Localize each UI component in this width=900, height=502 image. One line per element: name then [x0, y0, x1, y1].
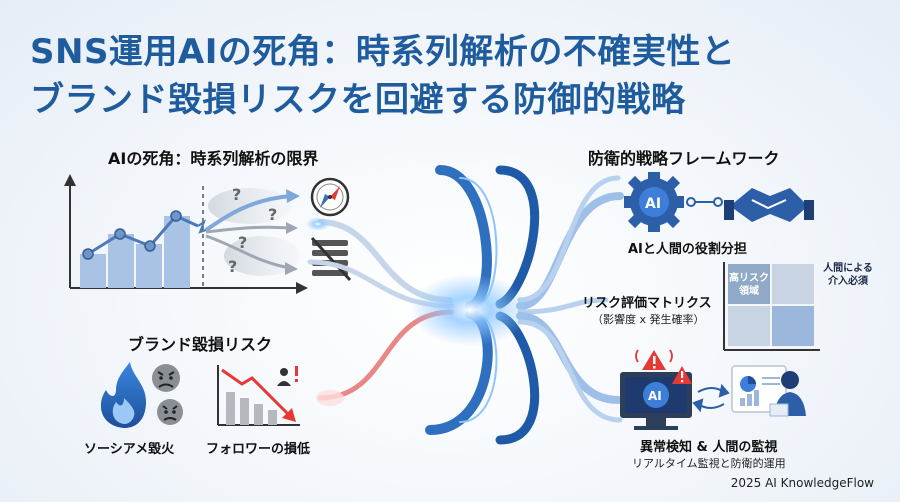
title-line-1: SNS運用AIの死角：時系列解析の不確実性と — [30, 32, 736, 72]
alert-user-icon — [277, 366, 298, 386]
brand-item-fire: ソーシアメ毀火 — [84, 442, 175, 457]
title-line-2: ブランド毀損リスクを回避する防御的戦略 — [30, 80, 686, 120]
monitor-label: 異常検知 & 人間の監視 — [640, 440, 778, 455]
center-glow — [410, 274, 530, 346]
matrix-cell-high — [728, 264, 770, 304]
page-title: SNS運用AIの死角：時系列解析の不確実性と ブランド毀損リスクを回避する防御的… — [30, 28, 870, 124]
risk-matrix — [723, 262, 820, 351]
left-bottom-heading: ブランド毀損リスク — [128, 335, 273, 354]
broadcast-icon — [635, 349, 673, 363]
operator-icon — [769, 371, 806, 417]
declining-chart-icon — [217, 365, 300, 426]
monitor-ai-label: AI — [648, 389, 662, 403]
question-mark: ? — [238, 233, 247, 252]
matrix-sublabel: （影響度 x 発生確率） — [592, 313, 705, 326]
question-mark: ? — [228, 257, 237, 276]
warning-icon — [672, 366, 692, 384]
monitor-sublabel: リアルタイム監視と防衛的運用 — [632, 457, 786, 470]
chart-bar — [164, 216, 190, 288]
role-label: AIと人間の役割分担 — [628, 242, 747, 257]
ai-gear-icon — [624, 172, 684, 232]
ai-gear-label: AI — [645, 196, 661, 212]
data-unavailable-icon — [310, 236, 352, 282]
chart-bar — [108, 234, 134, 288]
connector — [686, 197, 723, 207]
time-series-chart — [64, 174, 308, 294]
left-top-heading: AIの死角：時系列解析の限界 — [108, 149, 319, 168]
compass-icon — [310, 177, 350, 217]
warning-icon — [642, 350, 666, 370]
matrix-note: 人間による 介入必須 — [823, 263, 873, 287]
matrix-cell-label: 高リスク 領域 — [729, 273, 769, 297]
question-mark: ? — [232, 185, 241, 204]
question-mark: ? — [268, 205, 277, 224]
right-heading: 防衛的戦略フレームワーク — [588, 149, 780, 168]
handshake-icon — [724, 188, 814, 222]
angry-face-icon — [152, 364, 180, 392]
fire-icon — [100, 362, 146, 428]
dashboard-icon — [731, 365, 787, 413]
footer-credit: 2025 AI KnowledgeFlow — [730, 476, 874, 490]
sync-arrows-icon — [692, 383, 730, 413]
matrix-label: リスク評価マトリクス — [582, 296, 712, 311]
angry-face-icon — [157, 399, 183, 425]
brand-item-followers: フォロワーの損低 — [206, 442, 311, 457]
chart-bar — [80, 254, 106, 288]
